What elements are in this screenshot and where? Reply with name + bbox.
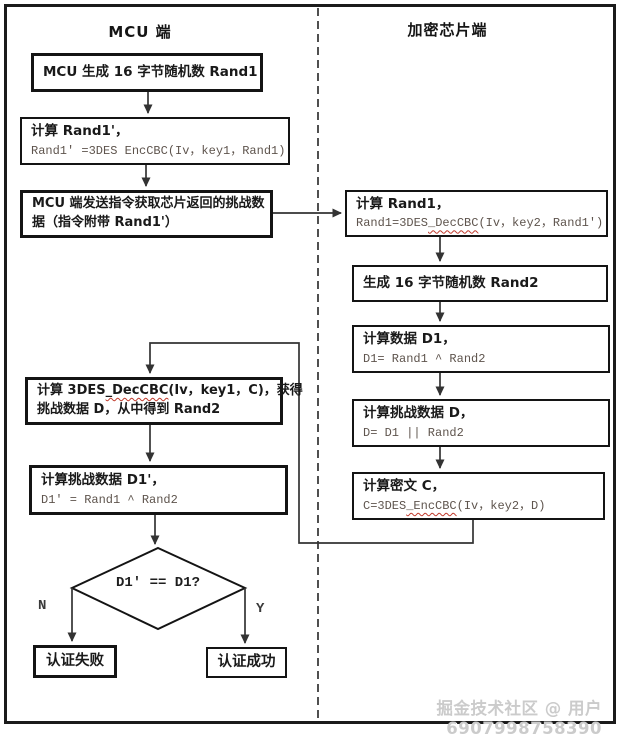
node-text-line1: 计算 Rand1'， bbox=[31, 123, 129, 140]
decision-diamond bbox=[69, 546, 248, 631]
node-chip-compute-rand1: 计算 Rand1， Rand1=3DES_DecCBC(Iv，key2，Rand… bbox=[345, 190, 608, 237]
node-text-line2: D1' = Rand1 ^ Rand2 bbox=[41, 492, 178, 507]
node-text-line1: MCU 端发送指令获取芯片返回的挑战数 bbox=[32, 196, 265, 212]
node-text-line1: 计算挑战数据 D1'， bbox=[41, 472, 165, 489]
node-text-line2: Rand1' =3DES EncCBC(Iv，key1，Rand1) bbox=[31, 143, 286, 158]
text-segment: 计算 3DES bbox=[37, 383, 106, 399]
node-auth-success: 认证成功 bbox=[206, 647, 287, 678]
decision-label: D1' == D1? bbox=[115, 575, 200, 591]
node-auth-fail: 认证失败 bbox=[33, 645, 117, 678]
node-text-line1: 计算 3DES_DecCBC(Iv，key1，C)，获得 bbox=[37, 382, 303, 401]
node-chip-generate-rand2: 生成 16 字节随机数 Rand2 bbox=[352, 265, 608, 302]
node-text: 认证失败 bbox=[46, 652, 104, 669]
node-mcu-compute-rand1-prime: 计算 Rand1'， Rand1' =3DES EncCBC(Iv，key1，R… bbox=[20, 117, 290, 165]
node-text-line2: C=3DES_EncCBC(Iv，key2，D) bbox=[363, 497, 594, 515]
text-segment: Rand1=3DES bbox=[356, 216, 429, 231]
node-text-line2: D= D1 || Rand2 bbox=[363, 425, 464, 440]
node-chip-compute-d1: 计算数据 D1， D1= Rand1 ^ Rand2 bbox=[352, 325, 610, 373]
node-text-line2: 挑战数据 D，从中得到 Rand2 bbox=[37, 402, 221, 417]
node-text-line1: 计算 Rand1， bbox=[356, 195, 450, 212]
node-mcu-generate-rand1: MCU 生成 16 字节随机数 Rand1 bbox=[31, 53, 263, 92]
branch-label-no: N bbox=[38, 598, 47, 614]
misspelled-function-name: _DecCBC bbox=[428, 216, 479, 231]
node-text: MCU 生成 16 字节随机数 Rand1 bbox=[43, 63, 258, 80]
node-mcu-send-command: MCU 端发送指令获取芯片返回的挑战数 据（指令附带 Rand1'） bbox=[20, 190, 273, 238]
column-title-encryption-chip: 加密芯片端 bbox=[407, 21, 488, 39]
text-segment: C=3DES bbox=[363, 498, 407, 513]
node-text: 认证成功 bbox=[217, 653, 276, 670]
node-text-line2: D1= Rand1 ^ Rand2 bbox=[363, 351, 486, 366]
misspelled-function-name: _EncCBC bbox=[406, 498, 457, 513]
node-text: 生成 16 字节随机数 Rand2 bbox=[363, 274, 539, 291]
node-chip-compute-d: 计算挑战数据 D， D= D1 || Rand2 bbox=[352, 399, 610, 447]
node-mcu-decrypt-challenge: 计算 3DES_DecCBC(Iv，key1，C)，获得 挑战数据 D，从中得到… bbox=[25, 377, 303, 425]
misspelled-function-name: _DecCBC bbox=[105, 383, 169, 399]
branch-label-yes: Y bbox=[256, 601, 265, 617]
outer-border bbox=[4, 4, 616, 724]
node-text-line1: 计算挑战数据 D， bbox=[363, 405, 474, 422]
text-segment: (Iv，key2，Rand1') bbox=[478, 216, 604, 231]
arrow-chip-ciphertext-back-to-mcu bbox=[145, 342, 474, 544]
node-text-line2: Rand1=3DES_DecCBC(Iv，key2，Rand1') bbox=[356, 214, 603, 232]
text-segment: (Iv，key2，D) bbox=[456, 498, 546, 513]
node-text-line1: 计算数据 D1， bbox=[363, 331, 456, 348]
node-mcu-compute-d1-prime: 计算挑战数据 D1'， D1' = Rand1 ^ Rand2 bbox=[29, 465, 288, 515]
node-text-line1: 计算密文 C， bbox=[363, 478, 446, 495]
node-chip-compute-ciphertext: 计算密文 C， C=3DES_EncCBC(Iv，key2，D) bbox=[352, 472, 605, 520]
column-title-mcu: MCU 端 bbox=[108, 23, 172, 41]
text-segment: (Iv，key1，C)，获得 bbox=[168, 383, 303, 399]
community-watermark: 掘金技术社区 @ 用户6907998758390 bbox=[436, 699, 602, 735]
node-text-line2: 据（指令附带 Rand1'） bbox=[32, 215, 178, 230]
